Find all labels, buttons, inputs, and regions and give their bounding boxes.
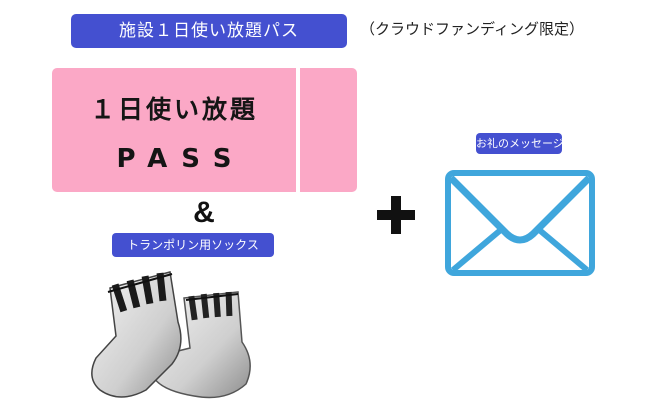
crowdfunding-note: （クラウドファンディング限定） — [360, 20, 584, 38]
ticket-pass-text: PASS — [116, 144, 246, 174]
socks-illustration — [91, 271, 251, 399]
message-label: お礼のメッセージ — [476, 133, 564, 154]
ticket-stub — [300, 68, 357, 192]
socks-label: トランポリン用ソックス — [112, 233, 274, 257]
ticket-body — [52, 68, 296, 192]
ticket-title: １日使い放題 — [89, 95, 258, 124]
title-badge: 施設１日使い放題パス — [71, 14, 347, 48]
envelope-icon — [445, 170, 595, 276]
plus-icon — [377, 196, 415, 234]
ampersand: & — [193, 196, 215, 229]
